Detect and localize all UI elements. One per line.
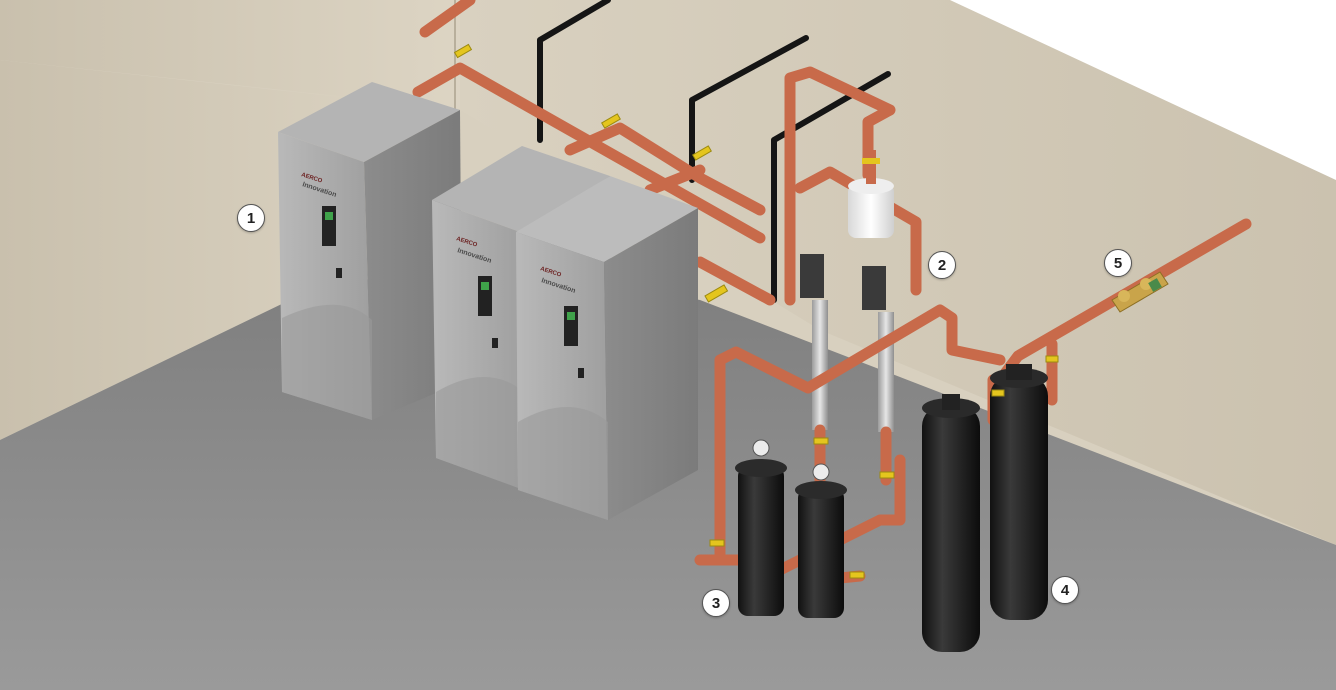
unit1-top — [278, 82, 460, 162]
callout-4: 4 — [1051, 576, 1079, 604]
valve-handle-6 — [879, 471, 895, 479]
backflow-cap-2 — [1140, 278, 1152, 290]
unit1-switch — [336, 268, 342, 278]
unit3-switch — [578, 368, 584, 378]
valve-handle-4 — [704, 284, 729, 303]
backflow-cap-1 — [1118, 290, 1130, 302]
valve-handle-9 — [991, 389, 1005, 397]
unit2-swoosh — [436, 377, 524, 490]
valve-handle-3 — [692, 145, 712, 161]
gas-pipe-1 — [537, 0, 611, 143]
softener-tank-2 — [990, 376, 1048, 620]
valves-front — [709, 355, 1059, 579]
softener-tank-icon — [922, 364, 1048, 652]
callout-3: 3 — [702, 589, 730, 617]
expansion-tank-valve — [862, 158, 880, 164]
pipe-riser — [644, 164, 706, 196]
backflow-green — [1148, 278, 1162, 292]
filter-2-body — [798, 488, 844, 618]
filter-2-gauge — [812, 463, 830, 481]
ceiling-corner — [950, 0, 1336, 180]
sterilizer-2-tube — [878, 312, 894, 432]
pipe-supply — [694, 256, 776, 306]
callout-5: 5 — [1104, 249, 1132, 277]
back-wall — [460, 0, 1336, 545]
pipe-to-expansion — [784, 66, 896, 306]
unit2-top — [432, 146, 610, 232]
valve-handle-5 — [813, 437, 829, 445]
unit3-top — [516, 176, 698, 262]
valve-handle-7 — [709, 539, 725, 547]
softener-tank-1-valve — [942, 394, 960, 410]
unit3-side — [604, 208, 698, 520]
backflow-preventer-icon — [1111, 271, 1169, 313]
sterilizer-1-head — [800, 254, 824, 298]
valves-back — [453, 43, 729, 303]
valve-handle-8 — [849, 571, 865, 579]
unit3-swoosh — [518, 407, 608, 520]
callout-2: 2 — [928, 251, 956, 279]
expansion-tank-top — [848, 178, 894, 194]
expansion-tank-icon — [848, 150, 894, 238]
valve-handle-1 — [453, 43, 473, 59]
softener-tank-1 — [922, 406, 980, 652]
valve-handle-10 — [1045, 355, 1059, 363]
softener-tank-2-valve — [1006, 364, 1032, 380]
pipe-front-loop — [714, 304, 1006, 566]
gas-pipe-2 — [689, 35, 809, 183]
pipe-header-lower — [564, 122, 766, 216]
pipe-main-top — [419, 0, 476, 38]
filter-2-lid — [795, 481, 847, 499]
callout-1: 1 — [237, 204, 265, 232]
unit1-swoosh — [282, 304, 372, 420]
copper-pipes-back — [412, 0, 922, 306]
filter-1-lid — [735, 459, 787, 477]
left-wall — [0, 0, 470, 110]
expansion-tank-stem — [866, 150, 876, 184]
filter-1-body — [738, 466, 784, 616]
filter-1-gauge — [752, 439, 770, 457]
water-heater-icon: AERCO Innovation — [516, 176, 698, 520]
unit2-switch — [492, 338, 498, 348]
unit2-display-screen — [481, 282, 489, 290]
expansion-tank-body — [848, 184, 894, 238]
sterilizer-2-head — [862, 266, 886, 310]
unit3-display-screen — [567, 312, 575, 320]
valve-handle-2 — [601, 113, 621, 129]
sterilizer-1-tube — [812, 300, 828, 430]
unit1-display-screen — [325, 212, 333, 220]
filter-housing-icon — [735, 439, 847, 618]
